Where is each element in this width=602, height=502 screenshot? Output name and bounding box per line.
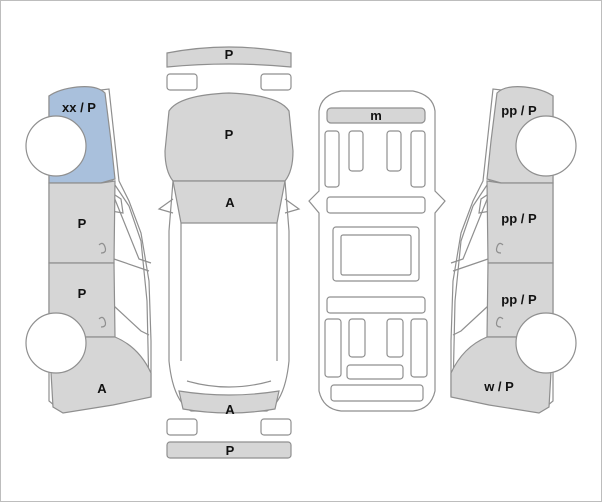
front-bumper-panel[interactable]: [166, 46, 292, 68]
left-front-door-label: P: [78, 216, 87, 231]
right-rear-quarter-label: w / P: [483, 379, 514, 394]
rear-bumper-panel[interactable]: [166, 441, 292, 459]
right-front-door-label: pp / P: [501, 211, 537, 226]
right-side-view: pp / P pp / P pp / P w / P: [450, 86, 577, 414]
interior-top-label: m: [370, 108, 382, 123]
left-taillight: [166, 418, 198, 436]
right-taillight: [260, 418, 292, 436]
right-rear-wheel: [515, 312, 577, 374]
left-rear-door-label: P: [78, 286, 87, 301]
right-rear-door-label: pp / P: [501, 292, 537, 307]
roof-panel[interactable]: [172, 180, 286, 224]
interior-top-panel[interactable]: [326, 107, 426, 124]
left-front-wheel: [25, 115, 87, 177]
right-front-wheel: [515, 115, 577, 177]
trunk-panel[interactable]: [178, 390, 280, 414]
interior-view: m: [308, 90, 446, 412]
right-front-door-panel[interactable]: [486, 180, 554, 264]
top-view: P P A A P: [157, 46, 301, 459]
left-rear-quarter-label: A: [97, 381, 107, 396]
right-front-fender-label: pp / P: [501, 103, 537, 118]
roof-label: A: [225, 195, 235, 210]
left-side-view: xx / P P P A: [25, 86, 152, 414]
left-front-fender-label: xx / P: [62, 100, 96, 115]
front-bumper-label: P: [225, 47, 234, 62]
left-front-door-panel[interactable]: [48, 180, 116, 264]
left-rear-wheel: [25, 312, 87, 374]
left-headlight: [166, 73, 198, 91]
right-headlight: [260, 73, 292, 91]
rear-bumper-label: P: [226, 443, 235, 458]
hood-panel[interactable]: [164, 92, 294, 182]
hood-label: P: [225, 127, 234, 142]
trunk-label: A: [225, 402, 235, 417]
